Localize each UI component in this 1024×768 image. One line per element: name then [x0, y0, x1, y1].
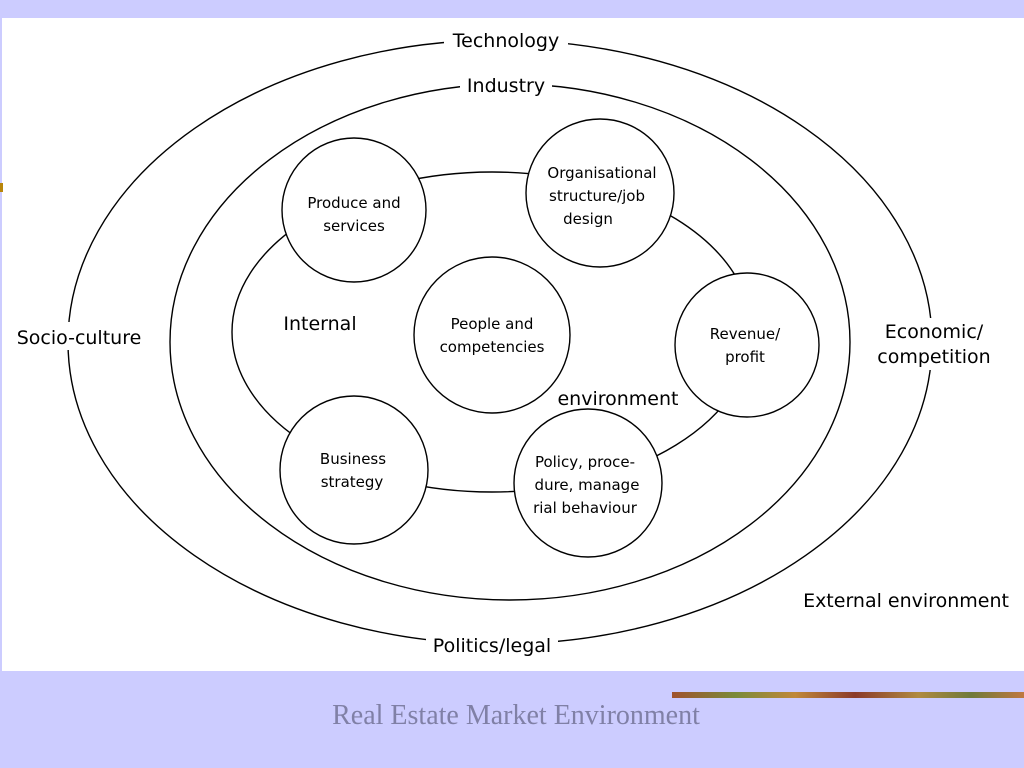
node-organisational-line3: design — [563, 210, 613, 228]
node-produce-line1: Produce and — [307, 194, 400, 212]
node-policy-line3: rial behaviour — [533, 499, 638, 517]
node-revenue-line1: Revenue/ — [710, 325, 781, 343]
footer-decorative-strip — [672, 692, 1024, 698]
politics-label: Politics/legal — [433, 635, 551, 657]
node-policy-line2: dure, manage — [535, 476, 640, 494]
mask-economic — [870, 318, 1000, 370]
mask-technology — [444, 28, 568, 52]
mask-politics — [426, 632, 558, 656]
node-organisational-line1: Organisational — [547, 164, 656, 182]
mask-socio — [10, 322, 150, 350]
node-business-circle — [279, 395, 429, 545]
node-people-competencies: People and competencies — [413, 256, 571, 414]
node-people-line1: People and — [451, 315, 534, 333]
node-policy-line1: Policy, proce- — [535, 453, 635, 471]
node-business-strategy: Business strategy — [279, 395, 429, 545]
node-produce-line2: services — [323, 217, 385, 235]
node-business-line2: strategy — [321, 473, 384, 491]
node-business-line1: Business — [320, 450, 386, 468]
economic-label-line2: competition — [877, 346, 990, 368]
environment-diagram: Technology Industry Politics/legal Socio… — [10, 28, 1009, 657]
node-policy-procedure: Policy, proce- dure, manage rial behavio… — [513, 408, 663, 558]
internal-label: Internal — [283, 313, 356, 335]
mask-industry — [460, 74, 552, 96]
node-people-circle — [413, 256, 571, 414]
industry-label: Industry — [467, 75, 545, 97]
socio-culture-label: Socio-culture — [17, 327, 142, 349]
environment-label: environment — [557, 388, 678, 410]
diagram-panel: Technology Industry Politics/legal Socio… — [2, 18, 1024, 671]
node-produce-services: Produce and services — [281, 137, 427, 283]
left-edge-marker — [0, 183, 3, 192]
node-revenue-line2: profit — [725, 348, 765, 366]
node-organisational-circle — [525, 118, 675, 268]
node-revenue-profit: Revenue/ profit — [674, 272, 820, 418]
technology-label: Technology — [452, 30, 559, 52]
slide-title: Real Estate Market Environment — [332, 700, 700, 731]
external-environment-label: External environment — [803, 590, 1009, 612]
node-revenue-circle — [674, 272, 820, 418]
node-organisational-line2: structure/job — [549, 187, 645, 205]
node-policy-circle — [513, 408, 663, 558]
node-people-line2: competencies — [440, 338, 545, 356]
node-organisational-structure: Organisational structure/job design — [525, 118, 675, 268]
node-produce-circle — [281, 137, 427, 283]
economic-label-line1: Economic/ — [885, 321, 984, 343]
